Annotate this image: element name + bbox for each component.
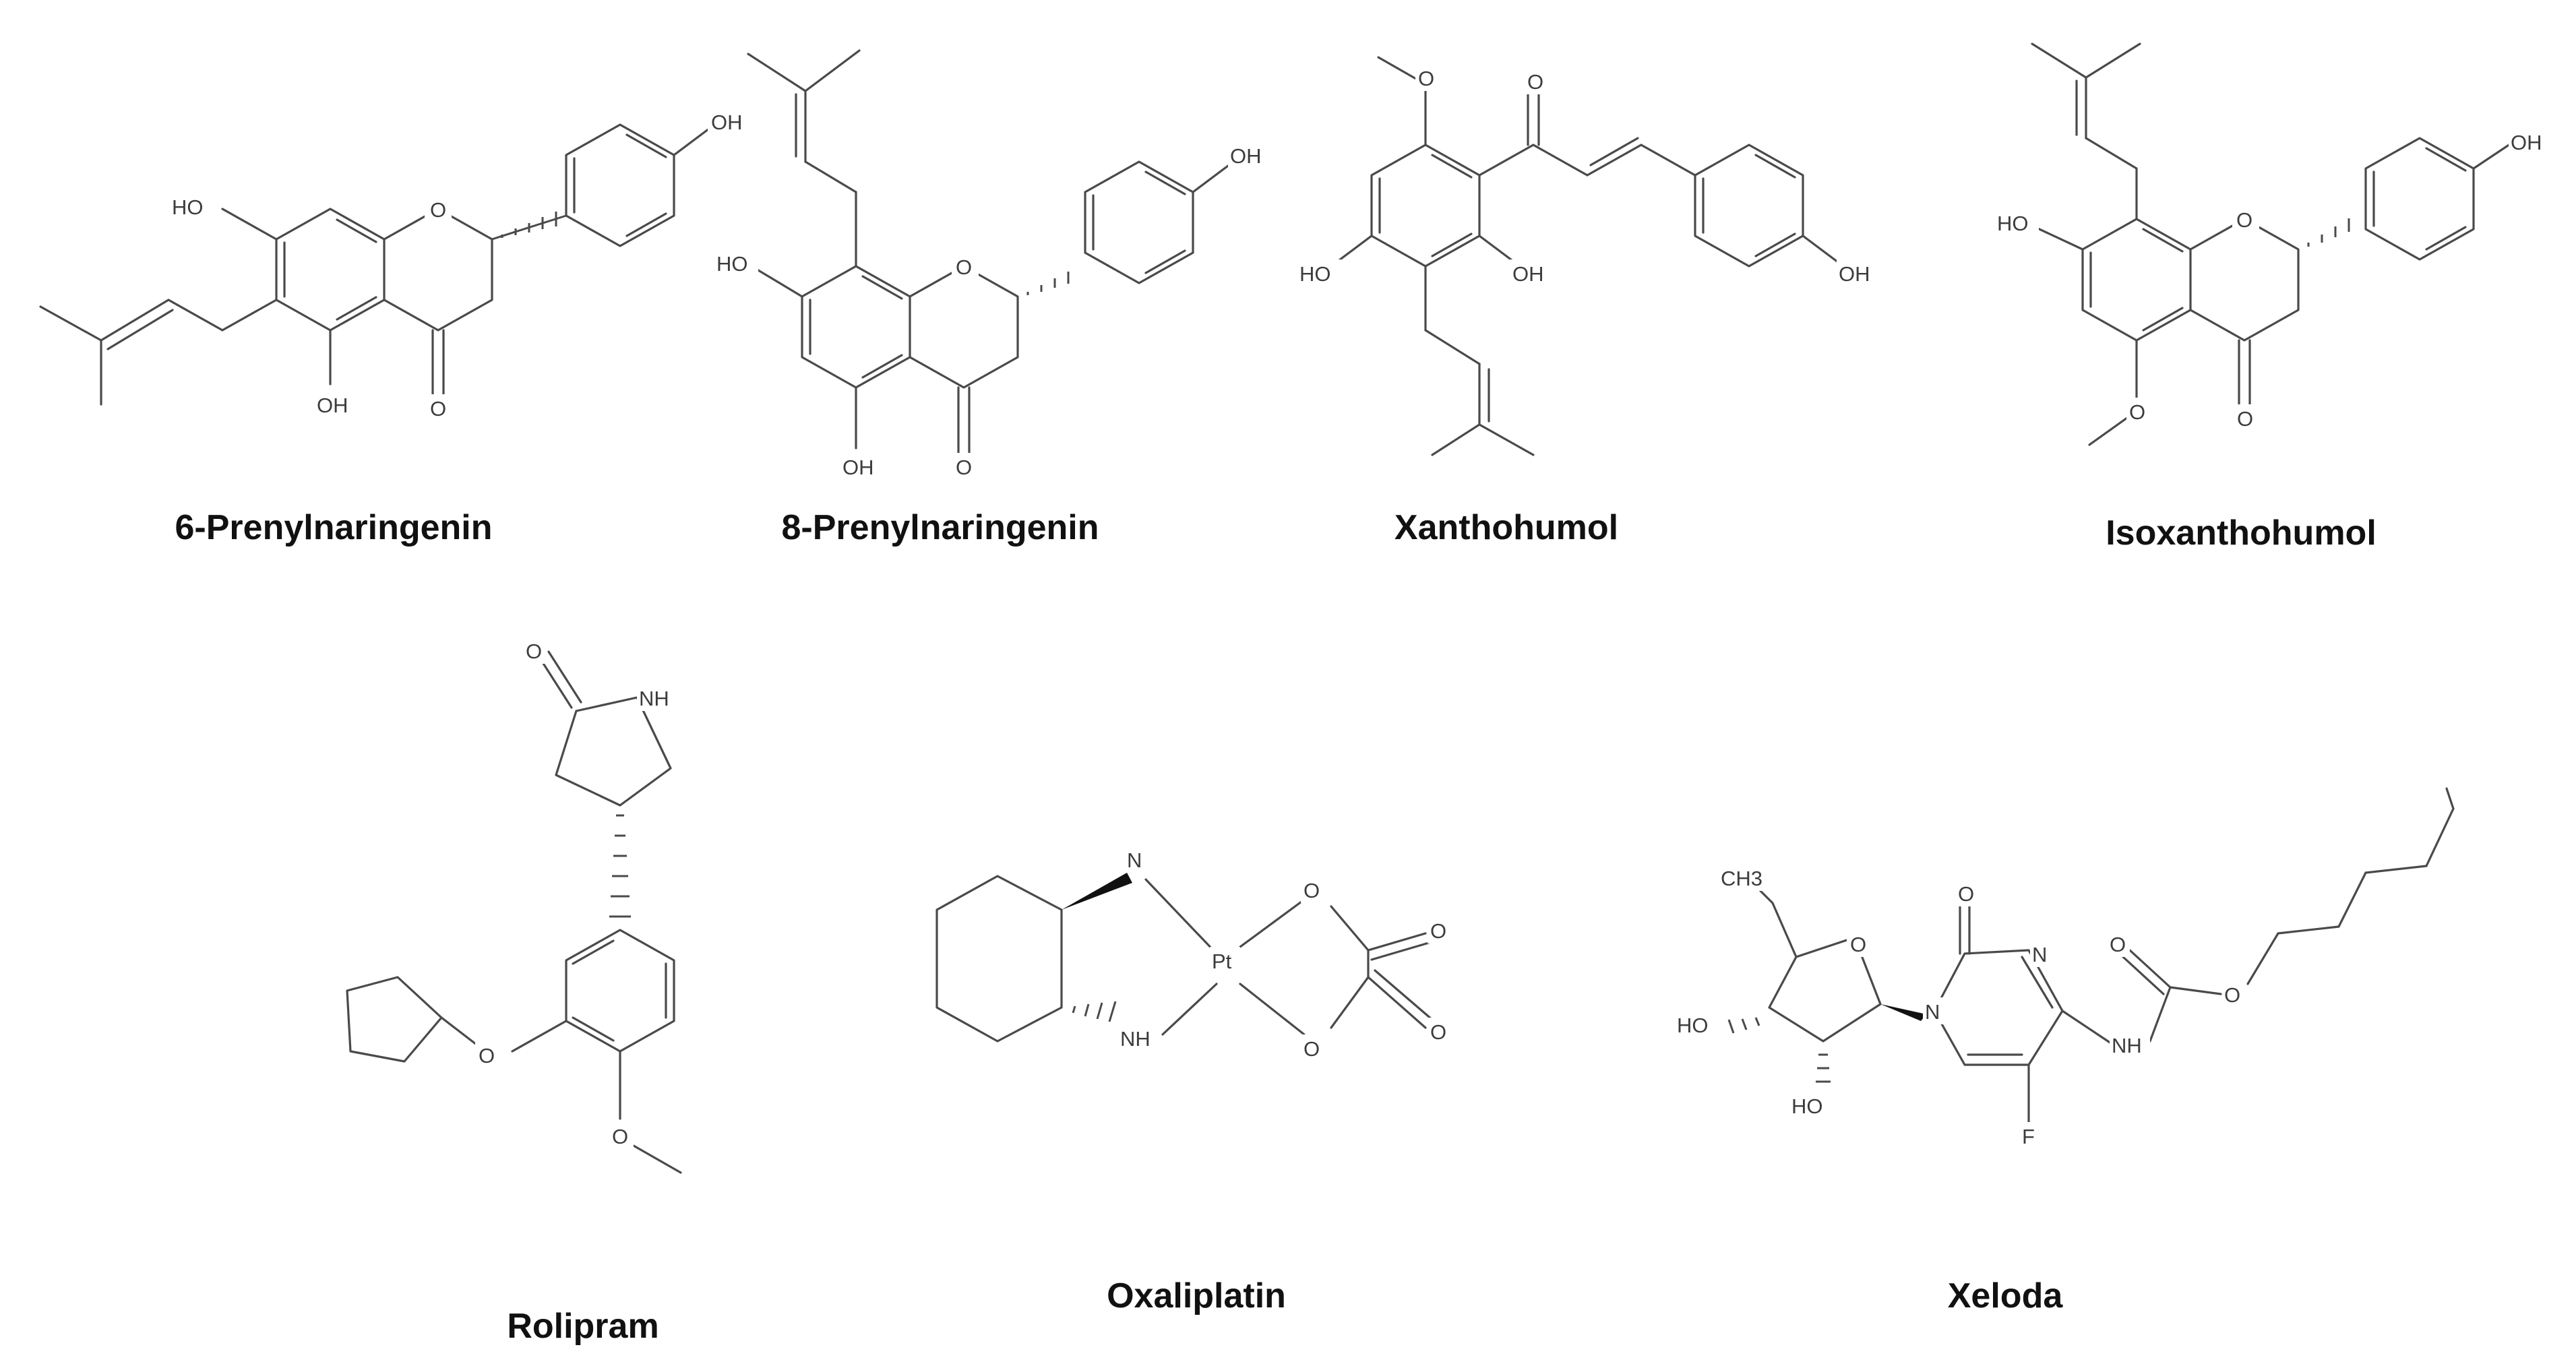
structure-rolipram: O NH O O Rolipram [346, 637, 682, 1346]
compound-name: 6-Prenylnaringenin [175, 508, 493, 547]
stereo-wedge [1062, 873, 1132, 910]
compound-name: Xanthohumol [1394, 508, 1618, 547]
atom-label: O [526, 640, 542, 663]
atom-label: O [1850, 933, 1866, 956]
atom-label: F [2022, 1125, 2035, 1148]
bonds [1758, 787, 2455, 1123]
atom-label: O [2129, 400, 2145, 424]
atom-label: O [1430, 919, 1446, 943]
atom-label: HO [1299, 262, 1331, 286]
atom-label: NH [2112, 1034, 2142, 1057]
structure-xanthohumol: O O HO OH OH Xanthohumol [1297, 56, 1874, 547]
stereo-hash [1727, 1017, 1831, 1083]
atom-label: O [2110, 933, 2126, 956]
bonds [346, 650, 682, 1174]
atom-label: O [1527, 70, 1543, 94]
atom-label: N [1925, 1000, 1940, 1024]
atom-label: OH [2511, 131, 2542, 154]
structure-oxaliplatin: N NH Pt O O O O Oxaliplatin [936, 846, 1451, 1315]
atom-label: O [956, 255, 972, 279]
structure-isoxanthohumol: HO O OH O O Isoxanthohumol [1995, 42, 2546, 553]
atom-label: O [2224, 983, 2240, 1007]
atom-label: NH [639, 687, 669, 710]
atom-label: O [430, 397, 446, 421]
atom-label: HO [1997, 212, 2029, 235]
compound-name: Isoxanthohumol [2106, 514, 2376, 553]
compound-name: Xeloda [1948, 1276, 2064, 1315]
atom-label: O [2236, 208, 2252, 232]
atom-label: O [1958, 882, 1974, 906]
bonds [936, 875, 1434, 1043]
stereo-hash [501, 212, 557, 238]
atom-label: OH [842, 456, 874, 479]
atom-label: HO [1791, 1094, 1823, 1118]
structure-6-prenylnaringenin: HO O OH OH O 6-Prenylnaringenin [39, 108, 743, 547]
compound-name: Rolipram [507, 1307, 658, 1346]
atom-label: HO [1677, 1014, 1709, 1037]
atom-label: NH [1120, 1027, 1151, 1051]
stereo-wedge [1880, 1004, 1926, 1021]
atom-label: OH [711, 111, 743, 134]
atom-label: Pt [1212, 950, 1232, 973]
atom-label: OH [1839, 262, 1870, 286]
bonds [1330, 56, 1845, 456]
atom-label: O [430, 198, 446, 222]
atom-label: HO [172, 195, 204, 219]
atom-label: HO [716, 252, 748, 276]
atom-label: O [1418, 67, 1434, 90]
bonds [2031, 42, 2515, 446]
atom-label: OH [317, 394, 348, 417]
bonds [747, 49, 1235, 460]
atom-label: OH [1512, 262, 1544, 286]
stereo-hash [1026, 272, 1070, 295]
atom-label: O [1430, 1020, 1446, 1044]
atom-label: O [1304, 1037, 1320, 1061]
bonds [39, 123, 716, 406]
atom-label: N [2032, 943, 2047, 966]
atom-label: OH [1230, 144, 1262, 168]
compound-name: Oxaliplatin [1107, 1276, 1286, 1315]
atom-label: O [479, 1044, 495, 1067]
stereo-hash [2307, 218, 2350, 247]
stereo-hash [609, 814, 631, 918]
stereo-bond [491, 214, 567, 241]
atom-label: N [1127, 848, 1142, 872]
atom-label: O [1304, 879, 1320, 902]
atom-label: O [956, 456, 972, 479]
stereo-hash [1072, 1001, 1117, 1022]
structure-8-prenylnaringenin: HO O OH OH O 8-Prenylnaringenin [714, 49, 1262, 547]
atom-label: O [612, 1125, 628, 1148]
atom-label: O [2237, 407, 2253, 431]
atom-label: CH3 [1721, 867, 1762, 890]
compound-name: 8-Prenylnaringenin [782, 508, 1099, 547]
structure-xeloda: CH3 O HO HO O N N F NH O O Xeloda [1675, 787, 2455, 1315]
